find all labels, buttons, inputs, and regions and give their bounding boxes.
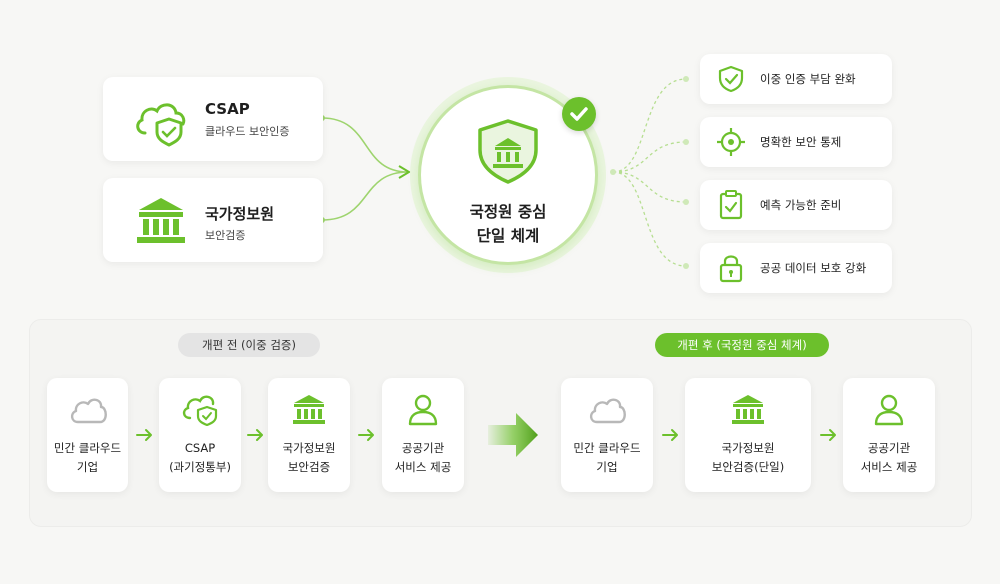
cloud-icon [589,398,626,424]
flow-step-line1: 국가정보원 [282,441,336,455]
arrow-right-icon [662,429,678,441]
user-icon [408,394,438,426]
flow-step-line2: (과기정통부) [169,460,231,474]
flow-step-line1: 공공기관 [401,441,445,455]
benefit-card: 이중 인증 부담 완화 [700,54,892,104]
government-building-icon [732,395,764,424]
target-icon [717,128,745,156]
benefit-card: 공공 데이터 보호 강화 [700,243,892,293]
benefit-card: 명확한 보안 통제 [700,117,892,167]
flow-step: 공공기관 서비스 제공 [843,378,935,492]
source-card-nis: 국가정보원 보안검증 [103,178,323,262]
cloud-shield-icon [182,395,218,426]
source-title: CSAP [205,100,250,118]
source-title: 국가정보원 [205,205,275,223]
arrow-right-icon [136,429,152,441]
arrow-right-icon [820,429,836,441]
benefit-label: 예측 가능한 준비 [760,198,842,212]
clipboard-check-icon [719,190,743,220]
check-badge-icon [562,97,596,131]
flow-step-line1: 민간 클라우드 [573,441,641,455]
cloud-icon [70,398,107,424]
flow-step: 공공기관 서비스 제공 [382,378,464,492]
arrow-right-icon [247,429,263,441]
arrow-right-icon [358,429,374,441]
lock-icon [719,255,743,283]
flow-step-line1: 공공기관 [867,441,911,455]
shield-building-icon [478,119,538,184]
government-building-icon [293,395,325,424]
flow-step-line1: 민간 클라우드 [53,441,122,455]
after-title-pill: 개편 후 (국정원 중심 체계) [655,333,829,357]
benefit-label: 공공 데이터 보호 강화 [760,261,867,275]
benefit-label: 이중 인증 부담 완화 [760,72,856,86]
benefit-card: 예측 가능한 준비 [700,180,892,230]
flow-step: 국가정보원 보안검증(단일) [685,378,811,492]
flow-step-line2: 보안검증(단일) [711,460,785,474]
before-title-pill: 개편 전 (이중 검증) [178,333,320,357]
flow-step-line2: 서비스 제공 [860,460,918,474]
flow-step-line2: 기업 [76,460,99,474]
flow-step: 민간 클라우드 기업 [561,378,653,492]
shield-check-icon [718,65,744,93]
flow-step-line2: 서비스 제공 [394,460,452,474]
flow-step: 민간 클라우드 기업 [47,378,128,492]
government-building-icon [137,198,185,243]
source-card-csap: CSAP 클라우드 보안인증 [103,77,323,161]
user-icon [874,394,904,426]
center-title-line2: 단일 체계 [476,227,540,245]
transition-arrow-icon [488,413,538,457]
flow-step: CSAP (과기정통부) [159,378,241,492]
flow-step-line1: 국가정보원 [721,441,775,455]
flow-step-line2: 보안검증 [287,460,331,474]
flow-step-line1: CSAP [184,441,216,455]
source-subtitle: 보안검증 [205,229,246,242]
flow-step: 국가정보원 보안검증 [268,378,350,492]
cloud-shield-icon [136,103,186,147]
center-hub: 국정원 중심 단일 체계 [418,85,598,265]
benefit-label: 명확한 보안 통제 [760,135,842,149]
flow-step-line2: 기업 [596,460,618,474]
center-title-line1: 국정원 중심 [469,203,547,221]
source-subtitle: 클라우드 보안인증 [205,125,290,138]
